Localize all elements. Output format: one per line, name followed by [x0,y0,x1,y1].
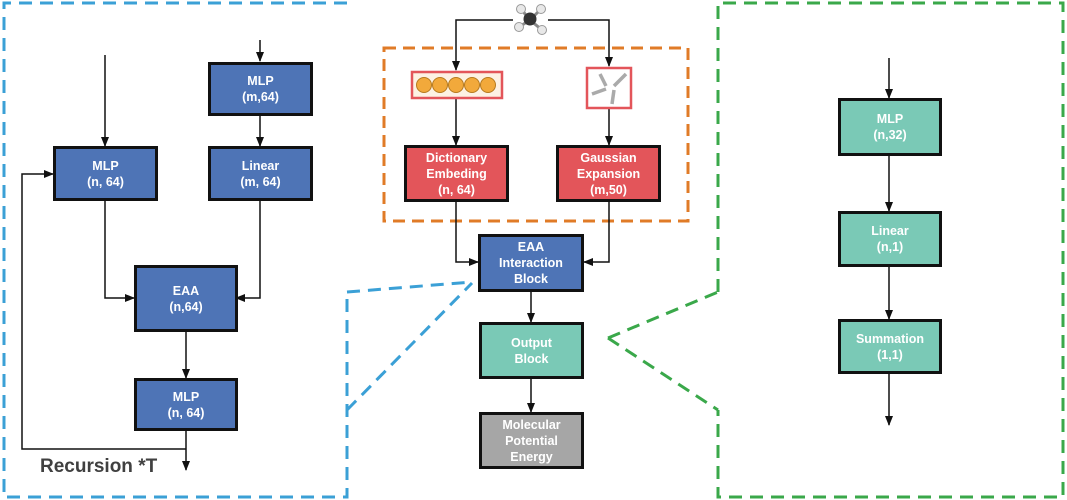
arrow-gaussian-to-eaa [583,201,610,266]
arrow-mlp-left-to-eaa [104,200,135,302]
eaa-n64-block: EAA (n,64) [134,265,238,332]
mlp-n64-output-label: MLP [172,389,200,404]
mlp-n64-output-shape: (n, 64) [167,405,205,420]
mlp-n64-input-shape: (n, 64) [87,174,124,189]
eaa-n64-shape: (n,64) [169,299,203,314]
arrow-molecule-to-embedding [452,19,513,71]
mlp-n32-label: MLP [876,112,904,126]
molecule-icon [514,4,547,35]
linear-m64-label: Linear [241,158,280,173]
mlp-m64-shape: (m,64) [242,90,279,104]
eaa-interaction-line1: EAA [517,240,545,254]
output-block-line1: Output [511,335,552,350]
summation-shape: (1,1) [877,347,903,362]
linear-n1-shape: (n,1) [876,240,904,254]
dictionary-embedding-shape: (n, 64) [438,182,475,197]
mlp-n64-input-label: MLP [92,158,119,173]
gaussian-expansion-block: Gaussian Expansion (m,50) [556,145,661,202]
gaussian-expansion-line1: Gaussian [580,150,637,165]
output-block: Output Block [479,322,584,379]
summation-block: Summation (1,1) [838,319,942,374]
right-panel-border [716,1,1065,499]
eaa-interaction-line3: Block [513,272,549,286]
linear-n1-label: Linear [871,224,909,238]
energy-line3: Energy [510,449,553,464]
arrow-dictionary-to-eaa [455,201,479,266]
right-zoom-line-upper [607,290,719,340]
left-zoom-line-upper [346,280,473,294]
mlp-m64-label: MLP [247,74,274,88]
embedding-vector-icon [410,70,504,100]
molecular-potential-energy-block: Molecular Potential Energy [479,412,584,469]
energy-line1: Molecular [502,417,561,432]
recursion-label: Recursion *T [40,456,158,477]
right-zoom-line-lower [607,336,719,412]
left-zoom-line-lower [345,281,474,412]
mlp-m64-block: MLP (m,64) [208,62,313,116]
linear-m64-shape: (m, 64) [240,174,281,189]
input-encoding-group-border [382,46,690,223]
arrow-linear-to-eaa [235,200,261,302]
mlp-n32-shape: (n,32) [873,128,907,142]
eaa-interaction-block: EAA Interaction Block [478,234,584,292]
output-block-line2: Block [514,351,549,366]
eaa-interaction-line2: Interaction [499,256,563,270]
distance-expansion-icon [585,66,633,110]
gaussian-expansion-line2: Expansion [576,166,641,181]
summation-label: Summation [855,331,925,346]
gaussian-expansion-shape: (m,50) [590,182,627,197]
dictionary-embedding-line2: Embeding [426,166,487,181]
linear-n1-block: Linear (n,1) [838,211,942,267]
dictionary-embedding-block: Dictionary Embeding (n, 64) [404,145,509,202]
arrow-recursion-loop [21,170,186,450]
dictionary-embedding-line1: Dictionary [425,150,488,165]
mlp-n64-input-block: MLP (n, 64) [53,146,158,201]
mlp-n32-block: MLP (n,32) [838,98,942,156]
mlp-n64-output-block: MLP (n, 64) [134,378,238,431]
linear-m64-block: Linear (m, 64) [208,146,313,201]
energy-line2: Potential [505,433,558,448]
arrow-molecule-to-gaussian [548,19,613,67]
eaa-n64-label: EAA [172,283,200,298]
left-panel-border [2,1,349,499]
